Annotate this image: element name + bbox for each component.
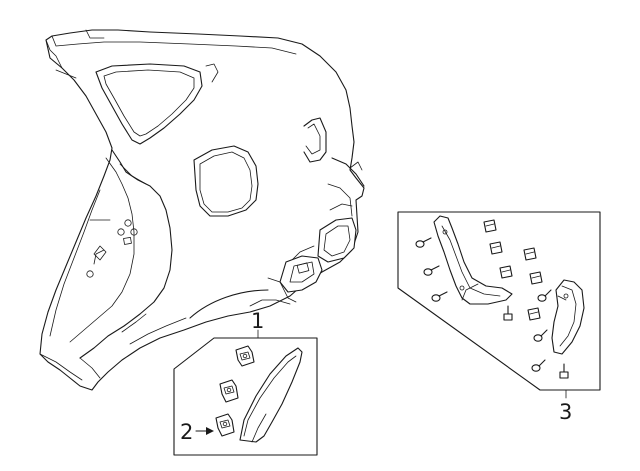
screw-5 [533, 329, 548, 342]
mud-flap [551, 279, 585, 355]
clip-nut-f [527, 307, 541, 321]
clip-nut-upper [235, 345, 255, 367]
callout-1-label: 1 [251, 309, 264, 333]
screw-4 [537, 289, 552, 302]
screw-2 [423, 265, 440, 276]
quarter-panel [39, 29, 365, 391]
mud-flap-bracket [433, 215, 513, 305]
callout-2-label: 2 [180, 420, 193, 444]
clip-nut-c [499, 265, 513, 279]
box-callout-3 [397, 211, 601, 399]
screw-1 [415, 237, 432, 248]
bolt-1 [503, 305, 513, 321]
clip-nut-middle [219, 379, 239, 403]
callout-2-arrow [195, 427, 214, 435]
bolt-2 [559, 363, 569, 379]
screw-6 [531, 359, 546, 372]
screw-3 [431, 291, 448, 302]
callout-3-label: 3 [559, 400, 572, 424]
box-callout-1 [173, 329, 318, 456]
clip-nut-lower [215, 413, 235, 437]
clip-nut-e [529, 271, 543, 285]
clip-nut-d [523, 247, 537, 261]
splash-shield [239, 347, 303, 443]
clip-nut-a [483, 219, 497, 233]
clip-nut-b [489, 241, 503, 255]
